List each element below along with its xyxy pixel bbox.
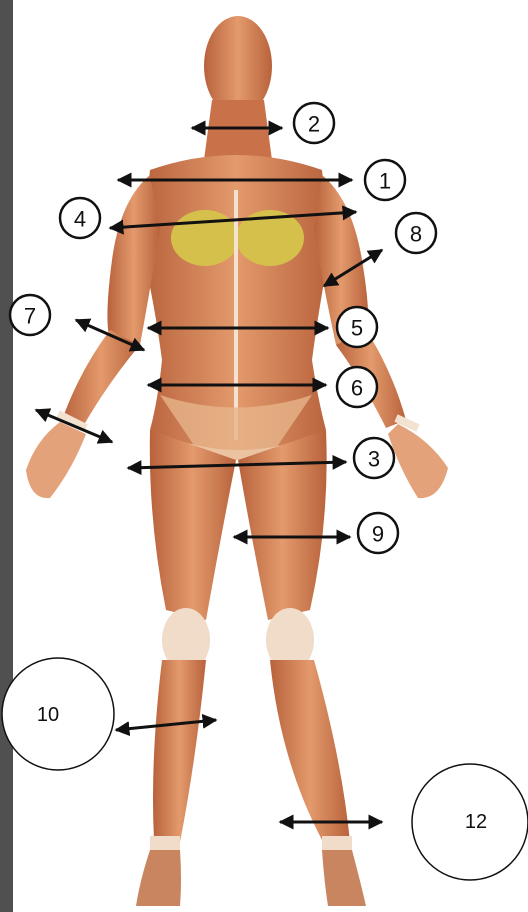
label-7: 7 bbox=[10, 295, 50, 335]
label-5-text: 5 bbox=[351, 316, 363, 341]
label-5: 5 bbox=[337, 307, 377, 347]
right-ankle bbox=[322, 836, 352, 852]
label-9: 9 bbox=[358, 513, 398, 553]
label-8-text: 8 bbox=[410, 222, 422, 247]
label-12-text: 12 bbox=[465, 811, 487, 833]
label-6-text: 6 bbox=[351, 376, 363, 401]
left-ankle bbox=[150, 836, 180, 852]
label-2-text: 2 bbox=[308, 112, 320, 137]
left-hand bbox=[26, 422, 86, 498]
label-6: 6 bbox=[337, 367, 377, 407]
label-4-text: 4 bbox=[74, 207, 86, 232]
label-1: 1 bbox=[365, 160, 405, 200]
right-foot bbox=[322, 850, 366, 906]
label-10: 10 bbox=[2, 658, 114, 770]
left-shin bbox=[153, 660, 206, 842]
right-shin bbox=[270, 660, 350, 842]
left-upper-arm bbox=[107, 175, 160, 345]
right-hand bbox=[388, 424, 448, 498]
left-breast bbox=[171, 210, 239, 266]
neck bbox=[204, 100, 272, 160]
label-10-text: 10 bbox=[37, 704, 59, 726]
label-3-text: 3 bbox=[368, 447, 380, 472]
label-4: 4 bbox=[60, 198, 100, 238]
label-7-text: 7 bbox=[24, 304, 36, 329]
left-thigh bbox=[150, 430, 236, 620]
left-foot bbox=[136, 850, 181, 906]
label-9-text: 9 bbox=[372, 522, 384, 547]
right-thigh bbox=[238, 430, 327, 620]
label-12: 12 bbox=[412, 764, 528, 880]
label-8: 8 bbox=[396, 213, 436, 253]
label-1-text: 1 bbox=[379, 169, 391, 194]
label-2: 2 bbox=[294, 103, 334, 143]
label-3: 3 bbox=[354, 438, 394, 478]
